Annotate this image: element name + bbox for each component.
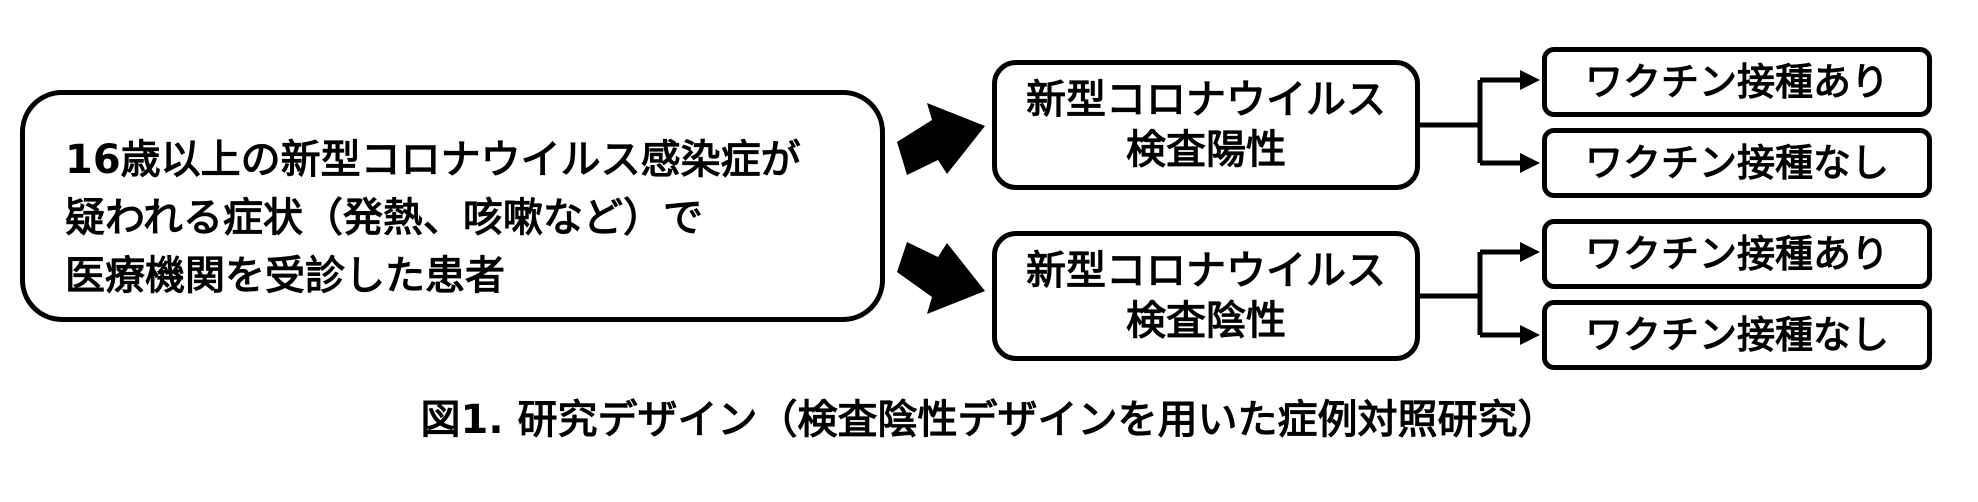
positive-unvaccinated-box: ワクチン接種なし — [1542, 128, 1932, 198]
branch-positive — [1420, 77, 1522, 166]
patient-line-1: 16歳以上の新型コロナウイルス感染症が — [65, 137, 801, 183]
arrowhead-negative-yes — [1520, 242, 1540, 262]
test-positive-box: 新型コロナウイルス 検査陽性 — [992, 60, 1420, 190]
test-negative-box: 新型コロナウイルス 検査陰性 — [992, 231, 1420, 361]
arrowhead-positive-yes — [1520, 70, 1540, 90]
patient-line-2: 疑われる症状（発熱、咳嗽など）で — [65, 195, 703, 241]
negative-vaccinated-box: ワクチン接種あり — [1542, 219, 1932, 289]
patient-population-box: 16歳以上の新型コロナウイルス感染症が 疑われる症状（発熱、咳嗽など）で 医療機… — [20, 90, 885, 322]
branch-negative — [1420, 249, 1522, 338]
test-positive-line-2: 検査陽性 — [1126, 127, 1286, 173]
arrow-to-negative — [897, 242, 985, 314]
negative-unvaccinated-box: ワクチン接種なし — [1542, 300, 1932, 370]
arrowhead-positive-no — [1520, 153, 1540, 173]
arrowhead-negative-no — [1520, 325, 1540, 345]
test-negative-line-1: 新型コロナウイルス — [1026, 248, 1386, 294]
positive-vaccinated-box: ワクチン接種あり — [1542, 47, 1932, 117]
patient-line-3: 医療機関を受診した患者 — [65, 253, 505, 299]
test-negative-line-2: 検査陰性 — [1126, 298, 1286, 344]
arrow-to-positive — [897, 103, 985, 175]
figure-caption: 図1. 研究デザイン（検査陰性デザインを用いた症例対照研究） — [420, 397, 1558, 443]
test-positive-line-1: 新型コロナウイルス — [1026, 77, 1386, 123]
